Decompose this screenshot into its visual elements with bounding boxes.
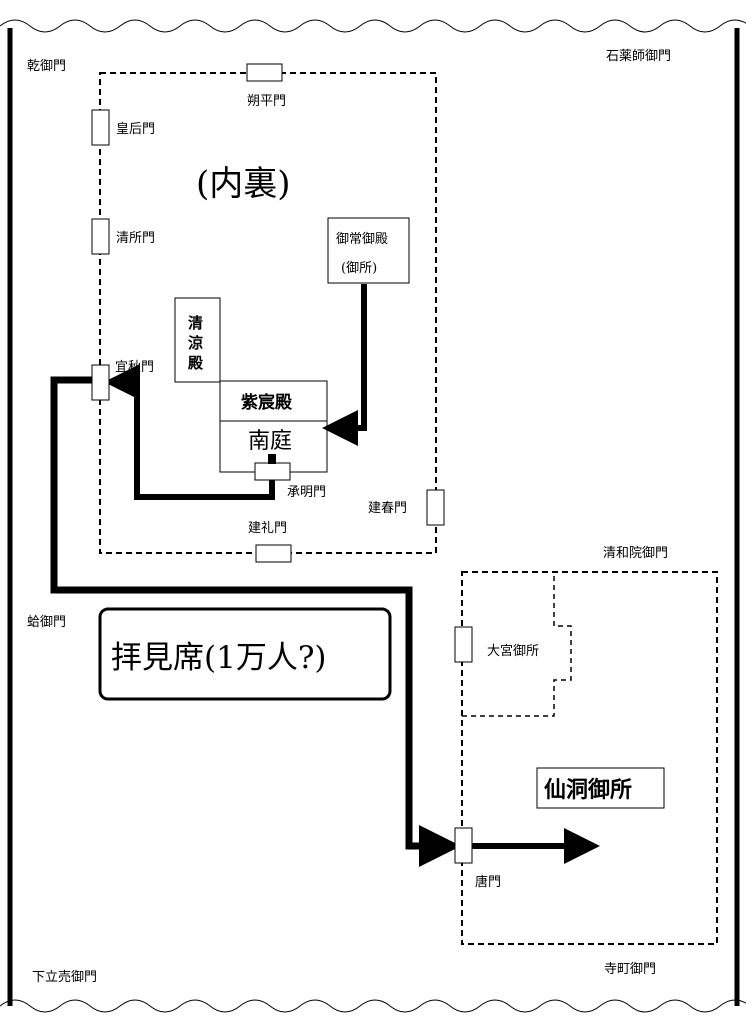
inui-gate-label: 乾御門 [27,59,66,74]
teramachi-gate-label: 寺町御門 [604,962,656,977]
kogo-gate-box [91,109,110,146]
shomei-gate-box [254,462,291,481]
route-otsune-to-nantei [322,284,367,446]
gishu-gate-label: 宜秋門 [115,360,154,375]
seisho-gate-box [91,218,110,255]
sento-gosho-title: 仙洞御所 [544,777,632,803]
shishinden-label: 紫宸殿 [241,392,293,413]
otsune-goten-label: 御常御殿 [336,232,388,247]
gishu-gate-box [91,364,110,401]
kogo-gate-label: 皇后門 [116,122,155,137]
audience-box [98,607,392,701]
kenrei-gate-box [255,544,292,563]
otsune-gosho-label: (御所) [341,261,377,276]
omiya-boundary [462,572,572,717]
seisho-gate-label: 清所門 [116,231,155,246]
shimodachiuri-gate-label: 下立売御門 [32,969,97,985]
shomei-gate-marker [268,454,276,464]
seiwain-gate-label: 清和院御門 [603,546,668,561]
route-shomei-to-gishu [104,364,275,500]
dairi-boundary [99,72,437,554]
route-gishu-to-karamon [50,376,461,867]
seiryoden-label: 清 涼 殿 [187,314,208,372]
kenrei-gate-label: 建礼門 [248,520,287,536]
shomei-gate-label: 承明門 [287,485,326,500]
hamaguri-gate-label: 蛤御門 [27,615,66,630]
sento-title-box [536,767,665,809]
bottom-wavy-edge [0,999,746,1013]
kenshun-gate-label: 建春門 [368,501,407,516]
seiryoden-box [174,297,221,383]
otsune-goten-box [327,217,410,284]
sakuhei-gate-label: 朔平門 [247,94,286,109]
dairi-title: (内裏) [196,164,291,204]
omiya-gosho-label: 大宮御所 [487,643,539,659]
karamon-gate-label: 唐門 [475,874,501,890]
omiya-gate-box [454,626,473,663]
sekiyakushi-gate-label: 石薬師御門 [606,49,671,64]
audience-label: 拝見席(1万人?) [111,640,327,676]
sakuhei-gate-box [246,63,283,82]
top-wavy-edge [0,19,746,33]
kenshun-gate-box [426,489,445,526]
karamon-gate-box [454,827,473,864]
sento-boundary [461,571,718,945]
nantei-label: 南庭 [248,429,292,454]
